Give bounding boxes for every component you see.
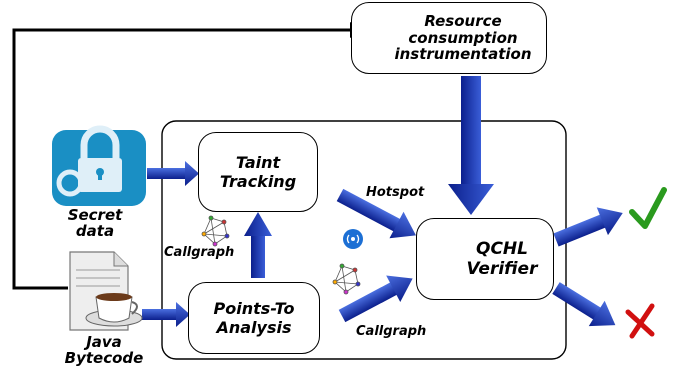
check-mark-icon xyxy=(629,187,667,229)
points-to-analysis-box: Points-To Analysis xyxy=(188,282,320,354)
hotspot-label: Hotspot xyxy=(366,185,425,200)
java-line2: Bytecode xyxy=(64,349,144,368)
secret-line1: Secret xyxy=(67,206,123,224)
taint-tracking-box: Taint Tracking xyxy=(198,132,318,212)
taint-line2: Tracking xyxy=(219,172,297,191)
cross-mark-icon xyxy=(625,303,655,339)
resource-instrumentation-box: Resource consumption instrumentation xyxy=(351,2,547,74)
feedback-connector xyxy=(12,28,350,290)
java-line1: Java xyxy=(86,333,122,351)
arrow-taint-to-verifier xyxy=(336,188,416,239)
callgraph-label-bottom: Callgraph xyxy=(356,324,427,339)
callgraph-icon xyxy=(201,215,230,247)
pointsto-line1: Points-To xyxy=(213,298,295,318)
taint-line1: Taint xyxy=(235,152,281,172)
arrow-secret-to-taint xyxy=(147,161,199,186)
secret-data-label: Secret data xyxy=(64,206,126,241)
lock-key-icon xyxy=(52,125,146,206)
resource-line1: Resource xyxy=(424,11,502,30)
java-document-icon xyxy=(69,251,143,331)
hotspot-signal-icon xyxy=(343,229,363,249)
verifier-line2: Verifier xyxy=(466,259,538,279)
java-bytecode-label: Java Bytecode xyxy=(56,333,152,368)
arrow-verifier-to-reject xyxy=(552,282,616,327)
verifier-line1: QCHL xyxy=(476,238,528,259)
callgraph-label-left: Callgraph xyxy=(164,245,235,260)
resource-line2: consumption xyxy=(408,28,518,47)
arrow-verifier-to-accept xyxy=(553,207,623,247)
arrow-java-to-pointsto xyxy=(142,302,190,327)
qchl-verifier-box: QCHL Verifier xyxy=(416,218,554,300)
callgraph-icon xyxy=(332,263,361,295)
arrow-resource-to-verifier xyxy=(448,76,494,215)
arrow-pointsto-to-taint xyxy=(244,212,272,278)
arrow-pointsto-to-verifier xyxy=(338,275,413,323)
secret-line2: data xyxy=(75,222,115,241)
resource-line3: instrumentation xyxy=(394,45,532,64)
pointsto-line2: Analysis xyxy=(216,318,292,337)
